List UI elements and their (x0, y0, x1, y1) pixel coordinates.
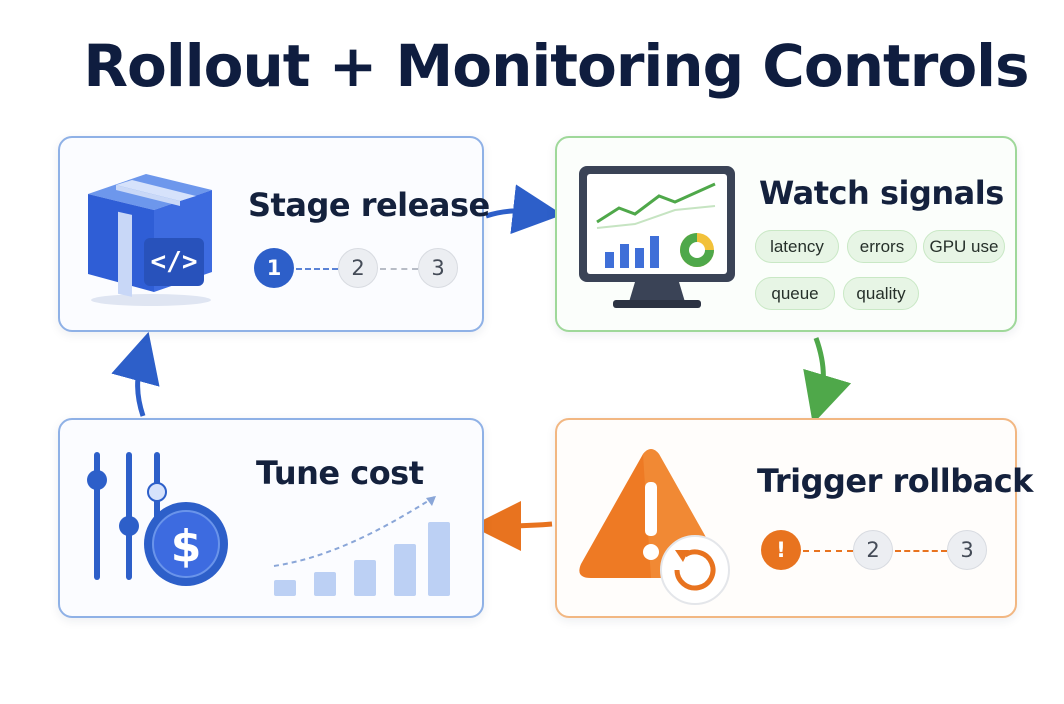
tune-cost-title: Tune cost (256, 454, 424, 492)
trigger-rollback-card: Trigger rollback ! 2 3 (555, 418, 1033, 618)
arrow-watch-to-rollback (803, 337, 852, 424)
package-code-icon: </> (88, 174, 212, 306)
arrow-rollback-to-tune (471, 500, 553, 551)
svg-text:$: $ (171, 521, 202, 572)
rollback-connector-2 (895, 550, 947, 552)
signal-chip-errors: errors (847, 230, 917, 263)
signal-chip-gpu-use: GPU use (923, 230, 1005, 263)
stage-release-card: </> Stage release 1 2 3 (58, 136, 490, 332)
arrow-stage-to-watch (485, 184, 563, 235)
stage-step-3: 3 (418, 248, 458, 288)
trigger-rollback-title: Trigger rollback (757, 462, 1033, 500)
rollback-step-3: 3 (947, 530, 987, 570)
stage-connector-2 (380, 268, 418, 270)
cost-trend-icon (273, 495, 450, 596)
signal-chip-quality: quality (843, 277, 919, 310)
stage-release-title: Stage release (248, 186, 490, 224)
watch-signals-card: Watch signals latency errors GPU use que… (555, 136, 1017, 332)
signal-chip-latency: latency (755, 230, 839, 263)
stage-step-2: 2 (338, 248, 378, 288)
sliders-dollar-icon: $ (87, 452, 228, 586)
rollback-step-2: 2 (853, 530, 893, 570)
svg-text:</>: </> (151, 247, 198, 277)
diagram-title: Rollout + Monitoring Controls (83, 32, 1029, 100)
rollback-step-alert: ! (761, 530, 801, 570)
rollback-connector-1 (803, 550, 853, 552)
signal-chip-queue: queue (755, 277, 835, 310)
watch-signals-title: Watch signals (759, 174, 1004, 212)
stage-connector-1 (296, 268, 338, 270)
warning-rollback-icon (579, 449, 730, 605)
arrow-tune-to-stage (111, 331, 160, 417)
monitor-chart-icon (579, 166, 735, 308)
tune-cost-card: $ Tune cost (58, 418, 484, 618)
stage-step-1: 1 (254, 248, 294, 288)
